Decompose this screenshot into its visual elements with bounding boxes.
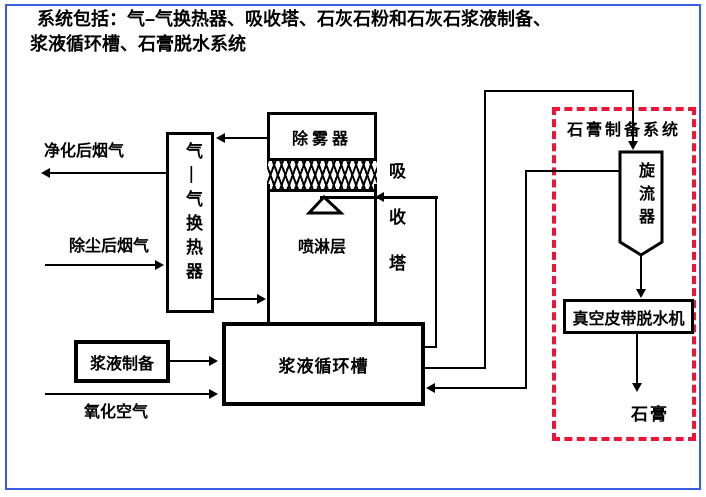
- absorber-wall-right: [374, 184, 377, 333]
- vacuum-belt-dewaterer-box: 真空皮带脱水机: [563, 299, 694, 334]
- pipe-cyclone-overflow-drop: [525, 170, 527, 388]
- gypsum-system-dashed-box: [552, 107, 696, 441]
- gypsum-system-label: 石膏制备系统: [566, 122, 681, 139]
- arrowhead-dusty-gas-in: [155, 260, 164, 270]
- gypsum-output-label: 石膏: [631, 405, 669, 424]
- demister-label: 除雾器: [291, 130, 352, 148]
- slurry-tank-label: 浆液循环槽: [278, 356, 369, 376]
- page-border: [5, 4, 701, 490]
- absorber-tower-label: 吸收塔: [386, 162, 405, 300]
- pipe-tank-to-cyclone-top: [484, 90, 634, 92]
- pipe-cyclone-overflow-return: [434, 387, 527, 389]
- slide-title-line2: 浆液循环槽、石膏脱水系统: [30, 34, 246, 54]
- vacuum-belt-dewaterer-label: 真空皮带脱水机: [572, 310, 685, 328]
- slide-title-line1: 系统包括：气–气换热器、吸收塔、石灰石粉和石灰石浆液制备、: [37, 9, 552, 29]
- arrowhead-ggh-to-tower: [257, 294, 266, 304]
- clean-gas-label: 净化后烟气: [44, 143, 125, 160]
- arrowhead-gypsum-out: [632, 383, 642, 392]
- pipe-tank-to-cyclone-1: [424, 367, 486, 369]
- slurry-prep-label: 浆液制备: [89, 355, 154, 373]
- pipe-spray-tank-stub: [424, 346, 437, 348]
- slurry-prep-box: 浆液制备: [74, 340, 170, 383]
- pipe-cyclone-overflow: [526, 170, 620, 172]
- arrowhead-spray-header: [375, 192, 384, 202]
- pipe-dewaterer-to-gypsum: [636, 333, 638, 384]
- arrowhead-into-dewaterer: [636, 289, 646, 298]
- oxidation-air-label: 氧化空气: [84, 404, 149, 421]
- pipe-tank-to-cyclone-riser: [484, 90, 486, 369]
- pipe-slurry-prep-to-tank: [169, 360, 210, 362]
- arrowhead-slurry-prep-to-tank: [209, 356, 218, 366]
- arrowhead-tower-to-ggh: [216, 133, 225, 143]
- spray-nozzle-icon: [305, 194, 345, 215]
- pipe-oxidation-air: [45, 393, 210, 395]
- arrowhead-into-cyclone: [628, 141, 638, 150]
- arrowhead-oxidation-air: [209, 389, 218, 399]
- absorber-wall-left: [267, 184, 270, 333]
- heat-exchanger-label: 气—气换热器: [183, 142, 202, 286]
- pipe-tank-to-cyclone-drop: [632, 90, 634, 142]
- dusty-gas-label: 除尘后烟气: [69, 238, 150, 255]
- arrowhead-clean-gas-out: [41, 168, 50, 178]
- demister-mesh-band: [267, 158, 377, 192]
- heat-exchanger-box: [166, 132, 214, 313]
- pipe-tower-to-ggh: [224, 137, 268, 139]
- slide-title: 系统包括：气–气换热器、吸收塔、石灰石粉和石灰石浆液制备、 浆液循环槽、石膏脱水…: [30, 7, 551, 57]
- slurry-tank-box: 浆液循环槽: [222, 322, 425, 406]
- pipe-cyclone-to-dewaterer: [640, 254, 642, 290]
- pipe-spray-riser: [435, 197, 437, 348]
- demister-box: 除雾器: [267, 112, 377, 161]
- spray-layer-label: 喷淋层: [297, 239, 346, 256]
- cyclone-label: 旋流器: [636, 162, 653, 231]
- pipe-clean-gas-out: [49, 172, 166, 174]
- arrowhead-overflow-into-tank: [426, 383, 435, 393]
- cyclone-shape: [618, 150, 664, 257]
- pipe-dusty-gas-in: [45, 264, 156, 266]
- pipe-ggh-to-tower: [213, 298, 258, 300]
